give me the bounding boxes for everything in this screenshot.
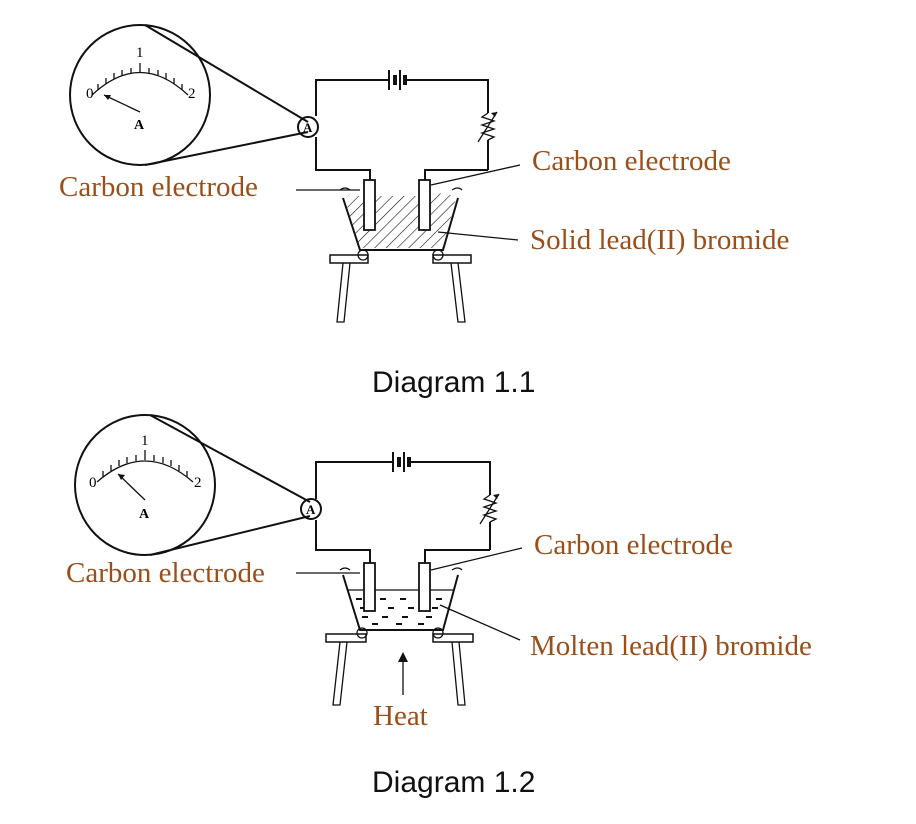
meter-unit: A <box>134 118 145 133</box>
label-carbon-electrode-left-1: Carbon electrode <box>59 171 258 203</box>
meter-zoom-line-top <box>144 24 309 123</box>
pointer-right-electrode-2 <box>430 547 523 571</box>
tripod-1 <box>329 249 472 323</box>
svg-text:A: A <box>303 120 313 135</box>
tripod-2 <box>325 627 474 706</box>
label-carbon-electrode-right-1: Carbon electrode <box>532 145 731 177</box>
diagram-1-1: 0 1 2 A <box>59 24 789 399</box>
crucible-2 <box>339 562 463 631</box>
meter-dial-2: 0 1 2 A <box>74 414 311 556</box>
battery-icon <box>388 70 407 90</box>
meter-zoom-line-bottom <box>144 131 309 166</box>
carbon-electrode-left <box>363 179 376 231</box>
heat-arrow-icon <box>398 652 408 695</box>
variable-resistor-icon <box>479 493 500 525</box>
svg-text:A: A <box>306 502 316 517</box>
meter-scale-mid: 1 <box>136 45 144 61</box>
circuit-1: A <box>297 70 498 180</box>
ammeter-icon: A <box>297 116 319 138</box>
meter-scale-mid-2: 1 <box>141 433 149 449</box>
caption-diagram-1-2: Diagram 1.2 <box>372 766 535 799</box>
needle-arrow-icon <box>118 474 125 480</box>
meter-scale-ticks-1 <box>97 63 183 90</box>
meter-scale-min: 0 <box>86 86 94 102</box>
meter-needle-2 <box>117 473 146 501</box>
carbon-electrode-right <box>418 179 431 231</box>
needle-arrow-icon <box>104 95 111 100</box>
circuit-2: A <box>300 452 500 563</box>
meter-scale-ticks-2 <box>102 450 188 477</box>
meter-scale-max: 2 <box>188 86 196 102</box>
pointer-right-electrode-1 <box>430 164 521 186</box>
carbon-electrode-left-2 <box>363 562 376 612</box>
caption-diagram-1-1: Diagram 1.1 <box>372 366 535 399</box>
battery-icon <box>392 452 411 472</box>
meter-unit-2: A <box>139 507 150 522</box>
label-heat: Heat <box>373 700 428 732</box>
pointer-substance-2 <box>439 604 521 641</box>
meter-dial-1: 0 1 2 A <box>69 24 309 166</box>
crucible-1 <box>339 179 463 251</box>
label-carbon-electrode-left-2: Carbon electrode <box>66 557 265 589</box>
label-carbon-electrode-right-2: Carbon electrode <box>534 529 733 561</box>
meter-zoom-line-bottom-2 <box>149 515 311 556</box>
meter-scale-min-2: 0 <box>89 475 97 491</box>
label-molten-lead-bromide: Molten lead(II) bromide <box>530 630 812 662</box>
meter-zoom-line-top-2 <box>149 414 311 503</box>
carbon-electrode-right-2 <box>418 562 431 612</box>
label-solid-lead-bromide: Solid lead(II) bromide <box>530 224 789 256</box>
diagram-1-2: 0 1 2 A A <box>66 414 812 799</box>
meter-needle-1 <box>103 94 141 113</box>
molten-liquid-dashes <box>356 598 442 625</box>
variable-resistor-icon <box>477 111 498 143</box>
meter-scale-max-2: 2 <box>194 475 202 491</box>
ammeter-icon: A <box>300 498 322 520</box>
pointer-substance-1 <box>437 231 519 241</box>
